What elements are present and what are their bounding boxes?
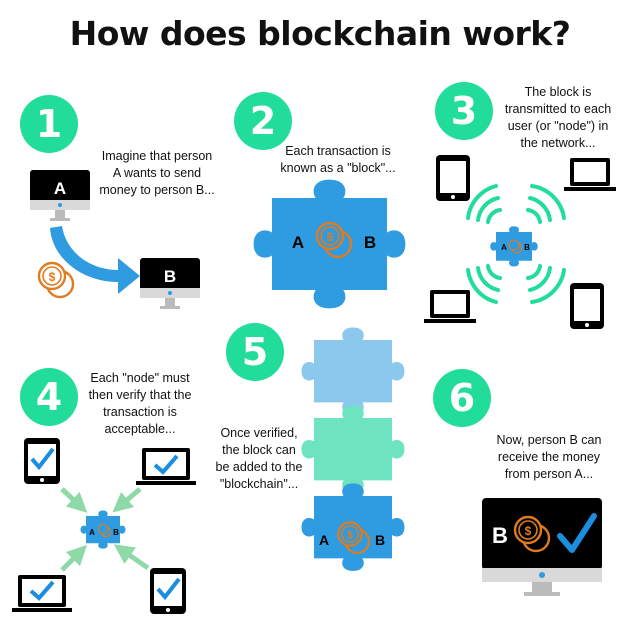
step-1-number: 1	[20, 95, 78, 153]
step-5-caption: Once verified, the block can be added to…	[215, 426, 303, 491]
laptop-icon	[12, 575, 72, 612]
person-b-label: B	[113, 528, 119, 537]
imac-icon: A	[30, 170, 90, 221]
coins-icon: $	[315, 221, 353, 259]
person-a-label: A	[292, 233, 304, 252]
step-6-number: 6	[433, 369, 491, 427]
svg-text:$: $	[347, 530, 353, 542]
svg-text:$: $	[327, 230, 334, 244]
tablet-icon	[24, 438, 60, 484]
person-a-label: A	[501, 243, 507, 252]
step-1-caption: Imagine that person A wants to send mone…	[99, 149, 215, 197]
arrow-curved-icon	[50, 226, 140, 294]
step-4-caption: Each "node" must then verify that the tr…	[88, 371, 192, 436]
step-2-number: 2	[234, 92, 292, 150]
tablet-icon	[436, 155, 470, 201]
step-2-caption: Each transaction is known as a "block"..…	[280, 144, 396, 175]
wifi-signal-icon	[526, 184, 566, 224]
step-6-caption: Now, person B can receive the money from…	[496, 433, 602, 481]
laptop-icon	[564, 158, 616, 191]
step-5-number: 5	[226, 323, 284, 381]
checkmark-icon	[156, 577, 181, 601]
tablet-icon	[150, 568, 186, 614]
checkmark-icon	[30, 447, 55, 471]
puzzle-piece-icon	[301, 327, 405, 415]
step-4-number: 4	[20, 368, 78, 426]
person-b-label: B	[364, 233, 376, 252]
svg-text:$: $	[525, 524, 532, 538]
step-3-number: 3	[435, 82, 493, 140]
coins-icon: $	[37, 261, 75, 299]
laptop-icon	[136, 448, 196, 485]
svg-text:$: $	[49, 270, 56, 284]
person-a-label: A	[89, 528, 95, 537]
page-title: How does blockchain work?	[69, 14, 571, 53]
tablet-icon	[570, 283, 604, 329]
person-a-label: A	[54, 179, 66, 198]
checkmark-icon	[29, 580, 55, 601]
arrow-icon	[60, 487, 150, 572]
person-b-label: B	[164, 267, 176, 286]
checkmark-icon	[557, 513, 597, 553]
coins-icon	[508, 239, 523, 254]
imac-icon: B	[140, 258, 200, 309]
person-b-label: B	[524, 243, 530, 252]
coins-icon: $	[337, 521, 370, 554]
wifi-signal-icon	[526, 264, 566, 304]
laptop-icon	[424, 290, 476, 323]
wifi-signal-icon	[466, 264, 502, 304]
wifi-signal-icon	[466, 184, 502, 224]
step-3-caption: The block is transmitted to each user (o…	[504, 85, 612, 150]
person-a-label: A	[319, 532, 329, 548]
coins-icon: $	[513, 515, 551, 553]
checkmark-icon	[153, 454, 179, 475]
person-b-label: B	[375, 532, 385, 548]
coins-icon	[97, 523, 112, 538]
puzzle-piece-icon	[301, 405, 405, 493]
person-b-label: B	[492, 523, 508, 548]
